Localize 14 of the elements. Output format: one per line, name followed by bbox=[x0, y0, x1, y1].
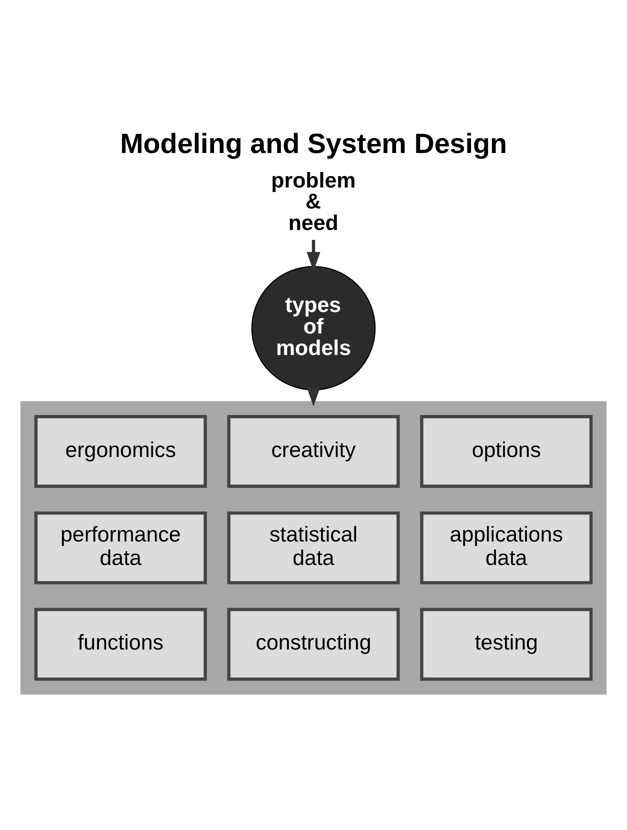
node-box: statistical data bbox=[227, 511, 400, 584]
node-box: performance data bbox=[34, 511, 207, 584]
cluster bbox=[20, 401, 607, 695]
node-text: problem & need bbox=[271, 168, 356, 236]
arrow bbox=[306, 387, 320, 406]
node-box: constructing bbox=[227, 608, 400, 681]
node-box: options bbox=[420, 415, 593, 488]
diagram-title: Modeling and System Design bbox=[120, 128, 508, 159]
node-box: ergonomics bbox=[34, 415, 207, 488]
node-box: functions bbox=[34, 608, 207, 681]
node-box: creativity bbox=[227, 415, 400, 488]
node-box: testing bbox=[420, 608, 593, 681]
arrow bbox=[306, 240, 320, 272]
node-box: applications data bbox=[420, 511, 593, 584]
